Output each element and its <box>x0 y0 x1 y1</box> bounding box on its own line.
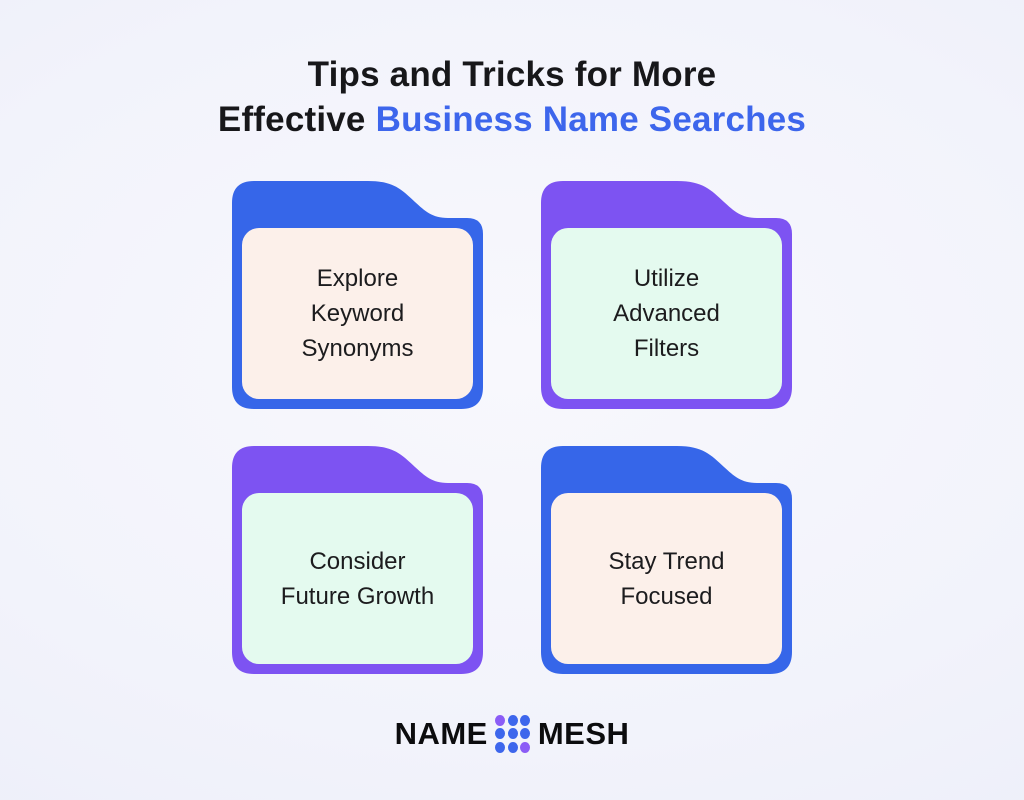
folder-card-stay-trend-focused: Stay Trend Focused <box>541 446 792 674</box>
card-label: Explore Keyword Synonyms <box>301 265 414 362</box>
card-label: Consider Future Growth <box>280 547 435 610</box>
folder-card-explore-keyword-synonyms: Explore Keyword Synonyms <box>232 181 483 409</box>
card-label-wrap: Consider Future Growth <box>242 493 473 664</box>
folder-card-consider-future-growth: Consider Future Growth <box>232 446 483 674</box>
logo-dot <box>520 728 531 740</box>
logo-dot <box>494 715 505 726</box>
card-label-wrap: Stay Trend Focused <box>551 493 782 664</box>
title-line2-accent: Business Name Searches <box>375 100 807 139</box>
logo-dot <box>507 715 518 726</box>
folder-shape-icon <box>232 446 483 674</box>
title-line-1: Tips and Tricks for More <box>307 55 717 94</box>
logo-dot <box>507 728 518 740</box>
card-label: Stay Trend Focused <box>608 547 725 610</box>
folder-shape-icon <box>541 181 792 409</box>
logo-dot <box>507 741 518 753</box>
brand-logo: NAME MESH <box>0 714 1024 753</box>
card-label-wrap: Explore Keyword Synonyms <box>242 228 473 399</box>
card-label: Utilize Advanced Filters <box>613 265 720 362</box>
logo-name-text: NAME <box>394 715 488 751</box>
folder-shape-icon <box>541 446 792 674</box>
card-label-wrap: Utilize Advanced Filters <box>551 228 782 399</box>
logo-dot <box>494 728 505 740</box>
logo-dot <box>520 741 531 753</box>
logo-dot <box>494 741 505 753</box>
title-line2-prefix: Effective <box>217 100 366 139</box>
logo-dot <box>520 715 531 726</box>
dot-grid-icon <box>494 714 531 753</box>
folder-shape-icon <box>232 181 483 409</box>
logo-mesh-text: MESH <box>537 715 630 751</box>
folder-card-utilize-advanced-filters: Utilize Advanced Filters <box>541 181 792 409</box>
